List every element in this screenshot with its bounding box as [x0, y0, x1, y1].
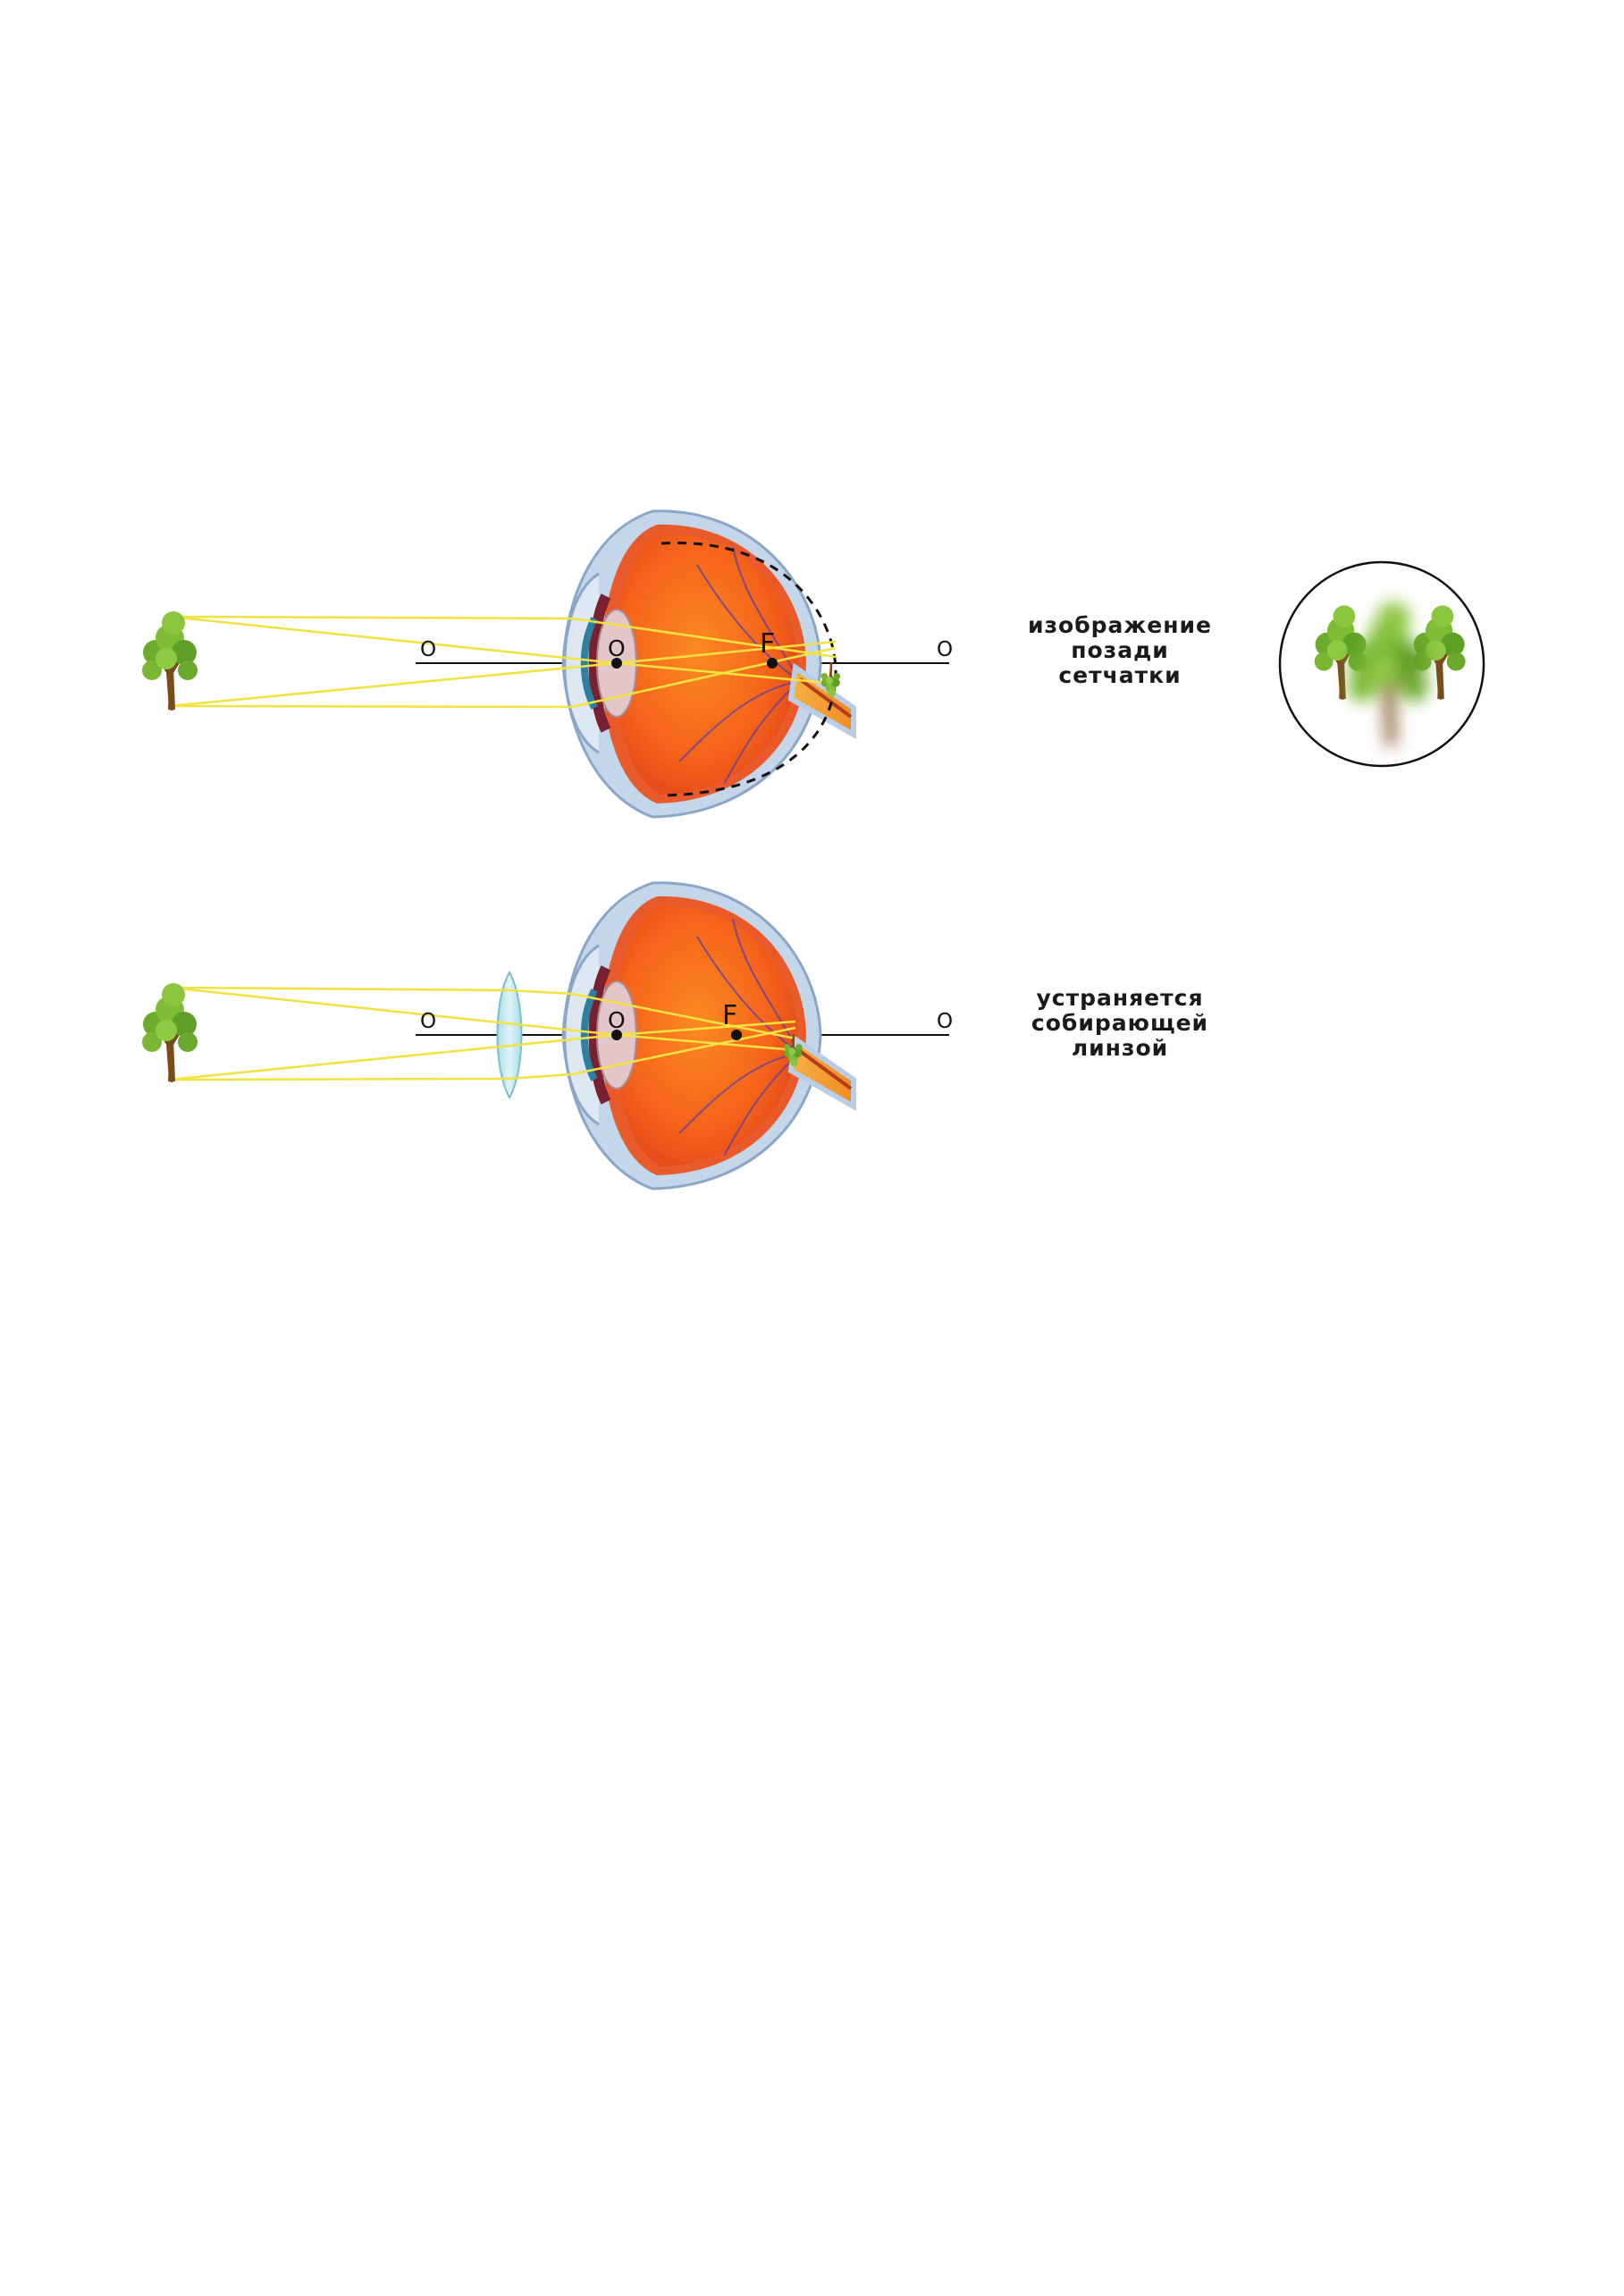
axis-label-center: O [608, 1007, 626, 1033]
caption-corrected-by-lens: устраняется собирающей линзой [1013, 986, 1227, 1061]
axis-label-right: O [937, 1010, 953, 1033]
caption-line: устраняется [1036, 985, 1204, 1011]
axis-label-left: O [420, 638, 436, 661]
focus-label: F [760, 628, 775, 660]
converging-lens [496, 970, 523, 1100]
caption-line: собирающей [1031, 1010, 1209, 1036]
extended-eyeball-outline [661, 542, 837, 797]
light-rays [169, 986, 796, 1081]
light-rays [169, 615, 837, 709]
diagram-hyperopia: O O F O [142, 511, 1485, 817]
tree-icon [142, 983, 198, 1081]
blurred-tree-view [1278, 560, 1485, 768]
axis-label-left: O [420, 1010, 436, 1033]
diagram-corrected: O O F O [142, 883, 953, 1189]
axis-label-center: O [608, 635, 626, 661]
caption-line: изображение [1027, 612, 1213, 638]
focus-point [731, 1030, 742, 1040]
caption-line: линзой [1071, 1035, 1169, 1061]
optical-center-point [611, 1030, 622, 1040]
axis-label-right: O [937, 638, 953, 661]
focus-label: F [722, 1000, 737, 1031]
optical-center-point [611, 658, 622, 669]
focus-point [767, 658, 778, 669]
caption-line: позади [1071, 637, 1169, 663]
tree-icon [142, 611, 198, 710]
caption-line: сетчатки [1058, 662, 1182, 688]
caption-image-behind-retina: изображение позади сетчатки [1013, 613, 1227, 688]
